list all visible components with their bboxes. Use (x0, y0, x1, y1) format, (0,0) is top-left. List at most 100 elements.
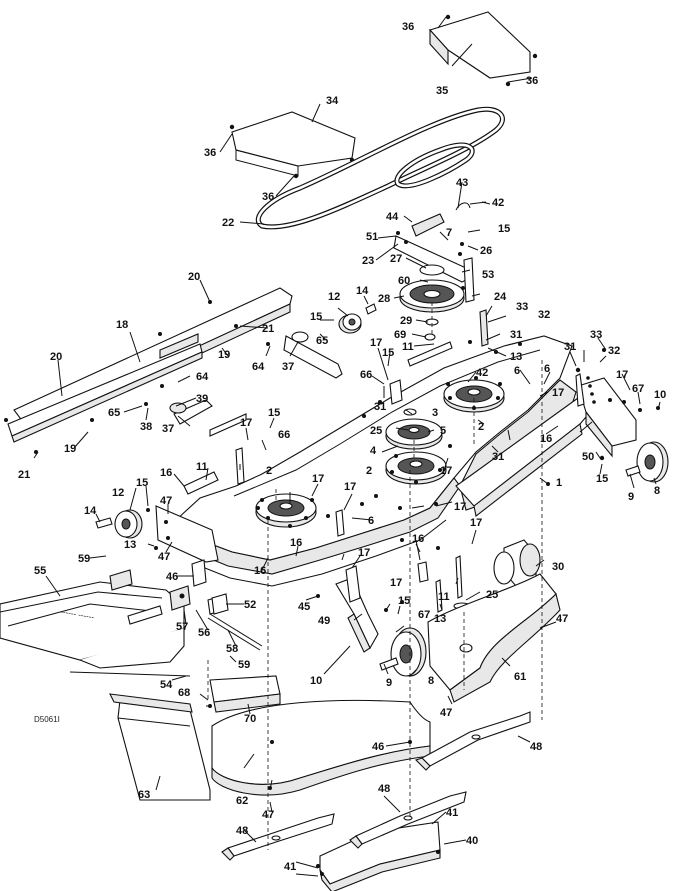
callout-42: 42 (492, 197, 504, 209)
callout-55: 55 (34, 565, 46, 577)
callout-32: 32 (608, 345, 620, 357)
callout-56: 56 (198, 627, 210, 639)
double-pulley-4-5 (385, 408, 443, 450)
alignment-lines (207, 302, 543, 850)
callout-9: 9 (386, 677, 392, 689)
callout-27: 27 (390, 253, 402, 265)
anti-scalp-roller-12-left (95, 508, 158, 550)
callout-66: 66 (360, 369, 372, 381)
callout-58: 58 (226, 643, 238, 655)
callout-37: 37 (162, 423, 174, 435)
height-adjust-bracket-50 (575, 348, 660, 461)
callout-17: 17 (390, 577, 402, 589)
callout-2: 2 (266, 465, 272, 477)
callout-labels: 36 35 36 34 36 36 22 43 42 44 51 7 15 26… (18, 21, 666, 873)
callout-13: 13 (434, 613, 446, 625)
callout-67: 67 (632, 383, 644, 395)
callout-37: 37 (282, 361, 294, 373)
callout-15: 15 (498, 223, 510, 235)
callout-16: 16 (412, 533, 424, 545)
callout-17: 17 (470, 517, 482, 529)
callout-31: 31 (564, 341, 576, 353)
bracket-52 (211, 593, 229, 615)
callout-17: 17 (440, 465, 452, 477)
callout-53: 53 (482, 269, 494, 281)
callout-47: 47 (262, 809, 274, 821)
callout-12: 12 (328, 291, 340, 303)
blade-48-left (221, 813, 335, 861)
callout-11: 11 (402, 341, 414, 353)
idler-pulley-12-upper (338, 303, 377, 334)
callout-46: 46 (166, 571, 178, 583)
front-wheel-bracket-49 (316, 565, 404, 653)
callout-41: 41 (284, 861, 296, 873)
callout-59: 59 (78, 553, 90, 565)
callout-43: 43 (456, 177, 468, 189)
callout-17: 17 (552, 387, 564, 399)
callout-60: 60 (398, 275, 410, 287)
belt-cover-34 (229, 111, 356, 179)
callout-62: 62 (236, 795, 248, 807)
callout-42: 42 (476, 367, 488, 379)
callout-68: 68 (178, 687, 190, 699)
side-bar-20-lower (4, 343, 203, 454)
front-left-hardware (417, 555, 471, 613)
callout-15: 15 (382, 347, 394, 359)
blade-spindle-pulley-right (443, 379, 505, 413)
callout-30: 30 (552, 561, 564, 573)
callout-32: 32 (538, 309, 550, 321)
leader-lines (33, 16, 661, 877)
callout-16: 16 (160, 467, 172, 479)
callout-35: 35 (436, 85, 448, 97)
callout-19: 19 (218, 349, 230, 361)
callout-28: 28 (378, 293, 390, 305)
callout-8: 8 (654, 485, 660, 497)
callout-48: 48 (378, 783, 390, 795)
deck-baffle-62 (211, 699, 431, 796)
callout-14: 14 (84, 505, 97, 517)
callout-21: 21 (18, 469, 30, 481)
blade-48-center (349, 791, 467, 849)
belt-cover-35 (429, 11, 538, 87)
callout-61: 61 (514, 671, 526, 683)
callout-4: 4 (370, 445, 377, 457)
callout-59: 59 (238, 659, 250, 671)
callout-31: 31 (492, 451, 504, 463)
callout-22: 22 (222, 217, 234, 229)
callout-15: 15 (398, 595, 410, 607)
callout-6: 6 (544, 363, 550, 375)
callout-23: 23 (362, 255, 374, 267)
callout-1: 1 (556, 477, 562, 489)
callout-16: 16 (540, 433, 552, 445)
callout-19: 19 (64, 443, 76, 455)
callout-15: 15 (310, 311, 322, 323)
callout-38: 38 (140, 421, 152, 433)
baffle-40 (316, 821, 441, 891)
callout-49: 49 (318, 615, 330, 627)
callout-29: 29 (400, 315, 412, 327)
callout-10: 10 (310, 675, 322, 687)
callout-2: 2 (366, 465, 372, 477)
callout-48: 48 (236, 825, 248, 837)
deflector-70 (208, 675, 281, 713)
callout-26: 26 (480, 245, 492, 257)
callout-65: 65 (316, 335, 328, 347)
callout-31: 31 (510, 329, 522, 341)
callout-65: 65 (108, 407, 120, 419)
callout-47: 47 (556, 613, 568, 625)
callout-15: 15 (596, 473, 608, 485)
callout-70: 70 (244, 713, 256, 725)
callout-54: 54 (160, 679, 173, 691)
callout-36: 36 (526, 75, 538, 87)
callout-66: 66 (278, 429, 290, 441)
callout-21: 21 (262, 323, 274, 335)
callout-47: 47 (440, 707, 452, 719)
callout-9: 9 (628, 491, 634, 503)
callout-33: 33 (516, 301, 528, 313)
callout-63: 63 (138, 789, 150, 801)
callout-36: 36 (262, 191, 274, 203)
callout-50: 50 (582, 451, 594, 463)
callout-47: 46 (372, 741, 384, 753)
callout-15: 15 (136, 477, 148, 489)
callout-17: 17 (454, 501, 466, 513)
